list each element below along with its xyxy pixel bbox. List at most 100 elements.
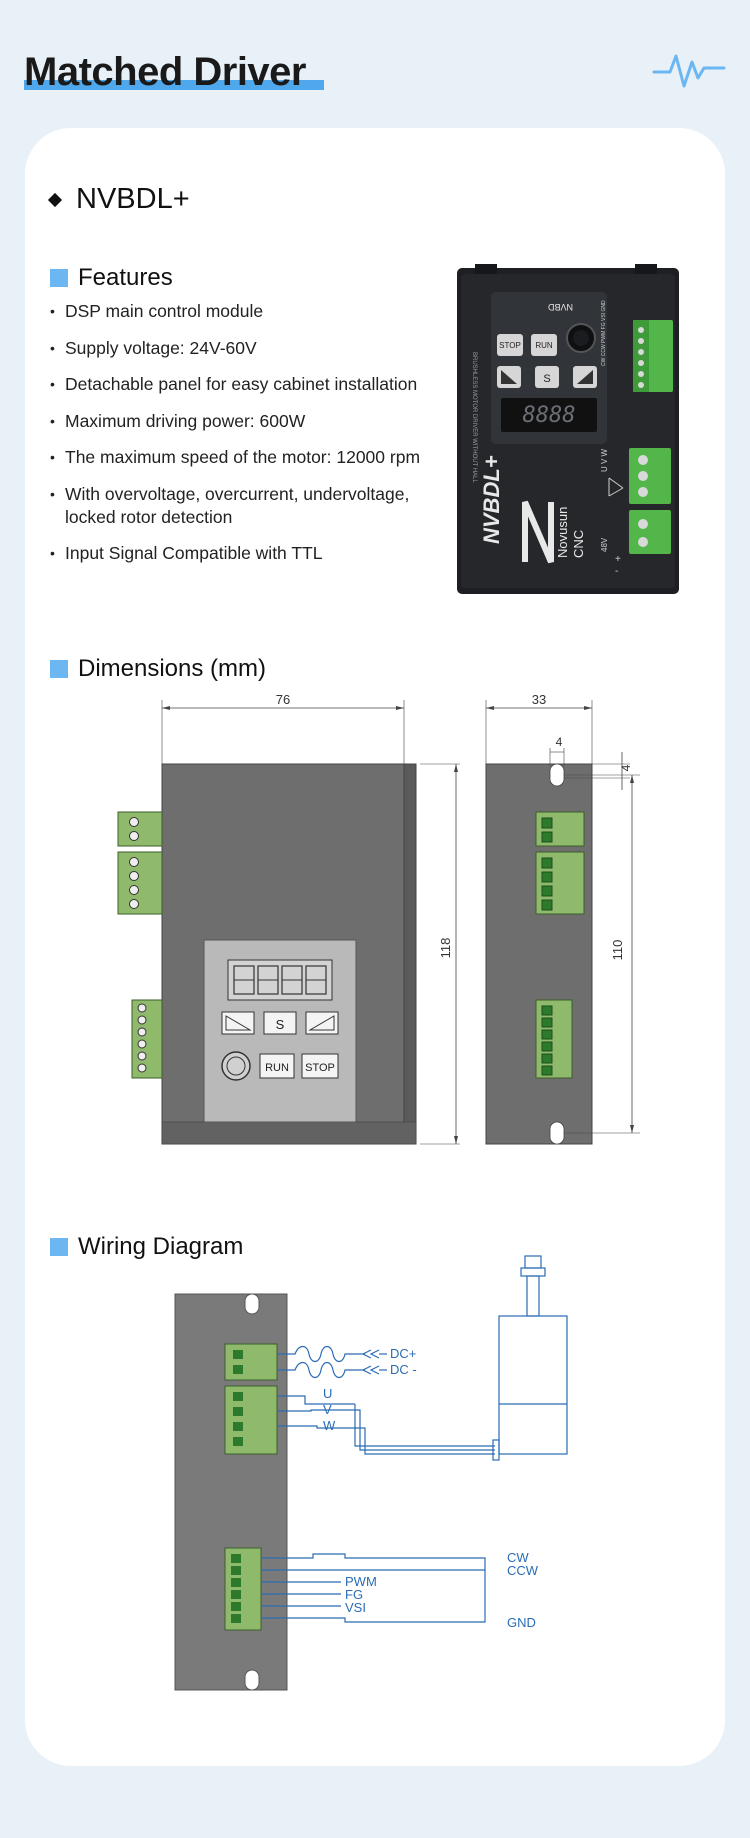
square-bullet-icon (50, 660, 68, 678)
dimensions-heading: Dimensions (mm) (50, 655, 266, 683)
digit-display: 8888 (523, 403, 576, 428)
side-motor-terminal (535, 851, 585, 915)
wiring-cw: CW (507, 1550, 529, 1565)
dim-signal-terminal (131, 999, 163, 1079)
motor-wires (277, 1395, 495, 1455)
brand-line1: Novusun (555, 507, 570, 558)
dim-width-label: 76 (276, 692, 290, 707)
side-power-terminal (535, 811, 585, 847)
product-name: NVBDL+ (76, 183, 190, 215)
panel-label: NVBD (547, 302, 573, 312)
bullet-dot-icon: • (50, 412, 55, 429)
feature-text: The maximum speed of the motor: 12000 rp… (65, 447, 421, 467)
feature-text: Maximum driving power: 600W (65, 410, 306, 431)
wiring-vsi: VSI (345, 1600, 366, 1615)
dim-mount-height-label: 110 (610, 940, 625, 961)
feature-item: • With overvoltage, overcurrent, undervol… (50, 483, 450, 529)
brand-logo-icon (522, 500, 554, 564)
signal-pins-label: CW CCW PWM FG VSI GND (601, 300, 607, 366)
photo-stop-label: STOP (499, 341, 521, 350)
product-photo: BRUSHLESS MOTOR DRIVER WITHOUT HALL NVBD… (457, 264, 679, 594)
motor-symbol-icon (608, 477, 624, 497)
plus-label: + (615, 554, 621, 565)
model-label: NVBDL+ (479, 455, 504, 544)
minus-label: - (615, 566, 618, 577)
feature-item: • Maximum driving power: 600W (50, 410, 450, 433)
motor-terminal-block (629, 448, 671, 504)
wiring-power-terminal (224, 1343, 278, 1381)
dim-slot-height-label: 4 (619, 764, 633, 771)
dim-motor-terminal (117, 851, 163, 915)
photo-run-label: RUN (535, 341, 553, 350)
feature-text: Input Signal Compatible with TTL (65, 543, 323, 563)
bullet-dot-icon: • (50, 545, 55, 561)
side-text: BRUSHLESS MOTOR DRIVER WITHOUT HALL (471, 352, 477, 483)
features-title: Features (78, 264, 173, 291)
feature-item: • Detachable panel for easy cabinet insta… (50, 373, 450, 396)
dim-depth-label: 33 (532, 692, 546, 707)
wiring-signal-terminal (224, 1547, 262, 1631)
up-arrow-icon (577, 370, 593, 384)
signal-wires (261, 1553, 486, 1623)
features-list: • DSP main control module • Supply voltage… (50, 300, 450, 579)
power-terminal-block (629, 510, 671, 554)
motor-icon (492, 1255, 568, 1461)
side-signal-terminal (535, 999, 573, 1079)
wiring-w: W (323, 1418, 336, 1433)
dim-height-label: 118 (438, 938, 453, 959)
feature-text: DSP main control module (65, 301, 264, 321)
power-wires (277, 1345, 387, 1379)
wiring-dc-plus: DC+ (390, 1346, 416, 1361)
stop-button-graphic (497, 334, 523, 356)
dimension-drawing: 76 S RUN STOP 118 33 (117, 692, 640, 1145)
voltage-label: 48V (600, 537, 609, 552)
dim-slot-width-label: 4 (556, 735, 563, 749)
bullet-dot-icon: • (50, 339, 55, 356)
top-slot (549, 763, 565, 787)
bullet-dot-icon: • (50, 376, 55, 392)
bullet-dot-icon: • (50, 303, 55, 319)
bullet-dot-icon: • (50, 485, 55, 502)
wiring-gnd: GND (507, 1615, 536, 1630)
wiring-pwm: PWM (345, 1574, 377, 1589)
feature-item: • DSP main control module (50, 300, 450, 323)
dim-stop-label: STOP (305, 1062, 335, 1074)
feature-text: Supply voltage: 24V-60V (65, 337, 257, 358)
pulse-wave-icon (652, 54, 726, 88)
wiring-u: U (323, 1386, 332, 1401)
wiring-title: Wiring Diagram (78, 1233, 244, 1260)
photo-s-label: S (543, 373, 550, 385)
feature-item: • Supply voltage: 24V-60V (50, 337, 450, 360)
wiring-dc-minus: DC - (390, 1362, 417, 1377)
page-title: Matched Driver (24, 50, 306, 94)
product-heading: NVBDL+ (47, 183, 190, 216)
feature-item: • The maximum speed of the motor: 12000 r… (50, 446, 450, 469)
dim-power-terminal (117, 811, 163, 847)
feature-text: Detachable panel for easy cabinet instal… (65, 374, 418, 394)
features-heading: Features (50, 264, 173, 292)
bottom-slot (549, 1121, 565, 1145)
dim-s-label: S (276, 1017, 285, 1032)
feature-item: • Input Signal Compatible with TTL (50, 542, 450, 565)
brand-line2: CNC (571, 530, 586, 558)
title-underline (24, 80, 324, 90)
wiring-fg: FG (345, 1587, 363, 1602)
motor-pins-label: U V W (600, 448, 609, 472)
dim-knob-icon (221, 1051, 251, 1081)
wiring-v: V (323, 1402, 332, 1417)
feature-text: With overvoltage, overcurrent, undervolt… (65, 483, 410, 527)
dimensions-title: Dimensions (mm) (78, 655, 267, 682)
signal-terminal-block (633, 320, 673, 392)
run-button-graphic (531, 334, 557, 356)
wiring-ccw: CCW (507, 1563, 539, 1578)
diamond-bullet-icon (47, 192, 63, 207)
square-bullet-icon (50, 1238, 68, 1256)
square-bullet-icon (50, 269, 68, 287)
dim-run-label: RUN (265, 1062, 289, 1074)
dim-down-arrow-icon (225, 1015, 252, 1031)
wiring-diagram: DC+ DC - U V W CW CCW PWM FG VSI GND (174, 1255, 568, 1691)
down-arrow-icon (501, 370, 517, 384)
wiring-motor-terminal (224, 1385, 278, 1455)
dim-up-arrow-icon (308, 1015, 335, 1031)
bullet-dot-icon: • (50, 449, 55, 465)
